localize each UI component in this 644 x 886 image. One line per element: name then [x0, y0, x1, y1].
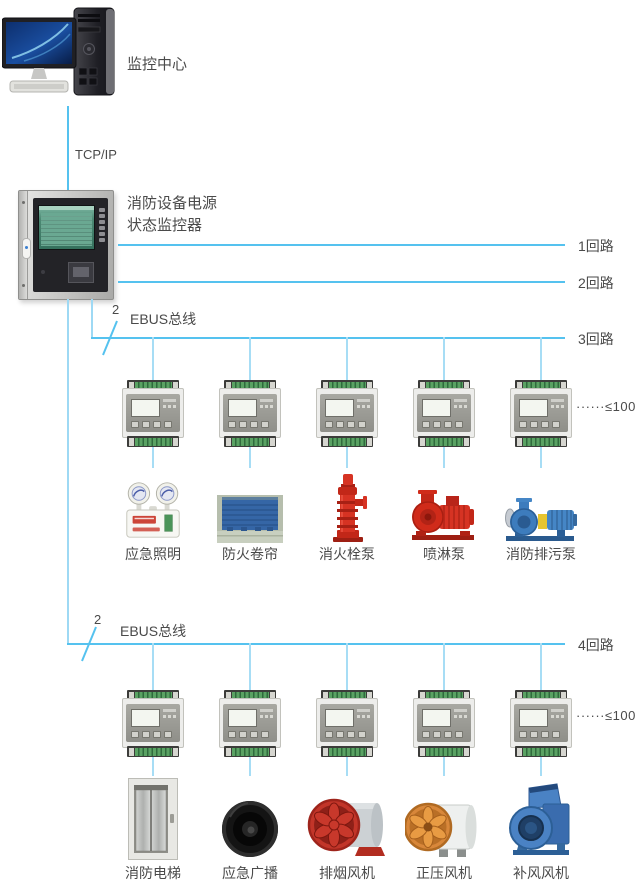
ebus-line-2	[67, 643, 565, 645]
power-monitor-module	[316, 380, 378, 447]
cabinet-handle	[22, 238, 31, 259]
cabinet-to-bus1-line	[91, 299, 93, 338]
positive-pressure-fan-image	[388, 772, 500, 860]
device-column-supplementary-air-fan: 补风风机	[493, 643, 589, 886]
drop-line	[346, 643, 348, 690]
tcpip-line	[67, 106, 69, 190]
controller-title: 消防设备电源 状态监控器	[127, 193, 217, 237]
drop-line	[540, 337, 542, 380]
cabinet-button-column	[99, 208, 105, 242]
smoke-exhaust-fan-image	[291, 772, 403, 860]
supplementary-air-fan-image	[485, 772, 597, 860]
equipment-label: 正压风机	[416, 865, 472, 881]
drop-line	[346, 757, 348, 776]
power-monitor-module	[510, 380, 572, 447]
equipment-label: 消防排污泵	[506, 546, 576, 562]
device-column-emergency-broadcast: 应急广播	[202, 643, 298, 886]
controller-title-line2: 状态监控器	[127, 217, 203, 234]
equipment-label: 消防电梯	[125, 865, 181, 881]
wire-count-slash-2	[79, 624, 99, 669]
circuit-line-2	[118, 281, 565, 283]
circuit-label-2: 2回路	[578, 275, 614, 291]
fire-elevator-image	[97, 772, 209, 860]
circuit-label-4: 4回路	[578, 637, 614, 653]
drop-line	[443, 337, 445, 380]
drop-line	[249, 337, 251, 380]
circuit-label-1: 1回路	[578, 238, 614, 254]
drop-line	[540, 757, 542, 776]
device-column-sewage-pump: 消防排污泵	[493, 337, 589, 569]
power-monitor-module	[316, 690, 378, 757]
power-monitor-module	[413, 690, 475, 757]
cabinet-indicator	[41, 270, 45, 274]
device-column-sprinkler-pump: 喷淋泵	[396, 337, 492, 569]
circuit-label-3: 3回路	[578, 331, 614, 347]
equipment-label: 补风风机	[513, 865, 569, 881]
emergency-broadcast-speaker-image	[194, 772, 306, 860]
power-monitor-module	[413, 380, 475, 447]
fire-sewage-pump-image	[485, 461, 597, 543]
device-column-positive-pressure-fan: 正压风机	[396, 643, 492, 886]
drop-line	[249, 643, 251, 690]
drop-line	[152, 447, 154, 468]
capacity-note-1: ······≤100	[576, 399, 636, 414]
ebus-label-1: EBUS总线	[130, 311, 197, 327]
cabinet-screw	[21, 201, 25, 204]
equipment-label: 防火卷帘	[222, 546, 278, 562]
equipment-label: 应急广播	[222, 865, 278, 881]
ebus-line-1	[91, 337, 565, 339]
cabinet-lcd-screen	[38, 205, 95, 250]
drop-line	[152, 757, 154, 776]
emergency-lighting-image	[97, 461, 209, 543]
wire-count-label-2: 2	[94, 612, 102, 627]
wire-count-label-1: 2	[112, 302, 120, 317]
monitoring-center-label: 监控中心	[127, 56, 188, 73]
cabinet-screw	[21, 284, 25, 287]
drop-line	[443, 643, 445, 690]
power-monitor-module	[122, 380, 184, 447]
drop-line	[443, 447, 445, 468]
equipment-label: 应急照明	[125, 546, 181, 562]
cabinet-to-bus2-line	[67, 299, 69, 644]
equipment-label: 喷淋泵	[423, 546, 465, 562]
power-monitor-module	[510, 690, 572, 757]
circuit-line-1	[118, 244, 565, 246]
drop-line	[249, 447, 251, 468]
wire-count-slash-1	[100, 318, 120, 363]
capacity-note-2: ······≤100	[576, 708, 636, 723]
drop-line	[346, 337, 348, 380]
device-column-hydrant-pump: 消火栓泵	[299, 337, 395, 569]
drop-line	[540, 643, 542, 690]
power-monitor-module	[219, 380, 281, 447]
sprinkler-pump-image	[388, 461, 500, 543]
device-column-fire-shutter: 防火卷帘	[202, 337, 298, 569]
fire-shutter-image	[194, 461, 306, 543]
device-column-fire-elevator: 消防电梯	[105, 643, 201, 886]
equipment-label: 排烟风机	[319, 865, 375, 881]
power-monitor-module	[122, 690, 184, 757]
controller-title-line1: 消防设备电源	[127, 195, 218, 212]
device-column-smoke-exhaust-fan: 排烟风机	[299, 643, 395, 886]
drop-line	[152, 643, 154, 690]
cabinet-keypad-display	[68, 262, 94, 283]
drop-line	[346, 447, 348, 468]
controller-cabinet-icon	[18, 190, 114, 300]
ebus-label-2: EBUS总线	[120, 623, 187, 639]
bus1-device-row: 应急照明 防火卷帘	[0, 337, 644, 569]
hydrant-pump-image	[291, 461, 403, 543]
device-column-emergency-lighting: 应急照明	[105, 337, 201, 569]
cabinet-front-panel	[33, 198, 108, 292]
drop-line	[249, 757, 251, 776]
drop-line	[152, 337, 154, 380]
monitoring-center-computer-icon	[1, 6, 120, 108]
tcpip-label: TCP/IP	[75, 147, 117, 162]
bus2-device-row: 消防电梯 应急广播	[0, 643, 644, 886]
drop-line	[540, 447, 542, 468]
drop-line	[443, 757, 445, 776]
power-monitor-module	[219, 690, 281, 757]
equipment-label: 消火栓泵	[319, 546, 375, 562]
